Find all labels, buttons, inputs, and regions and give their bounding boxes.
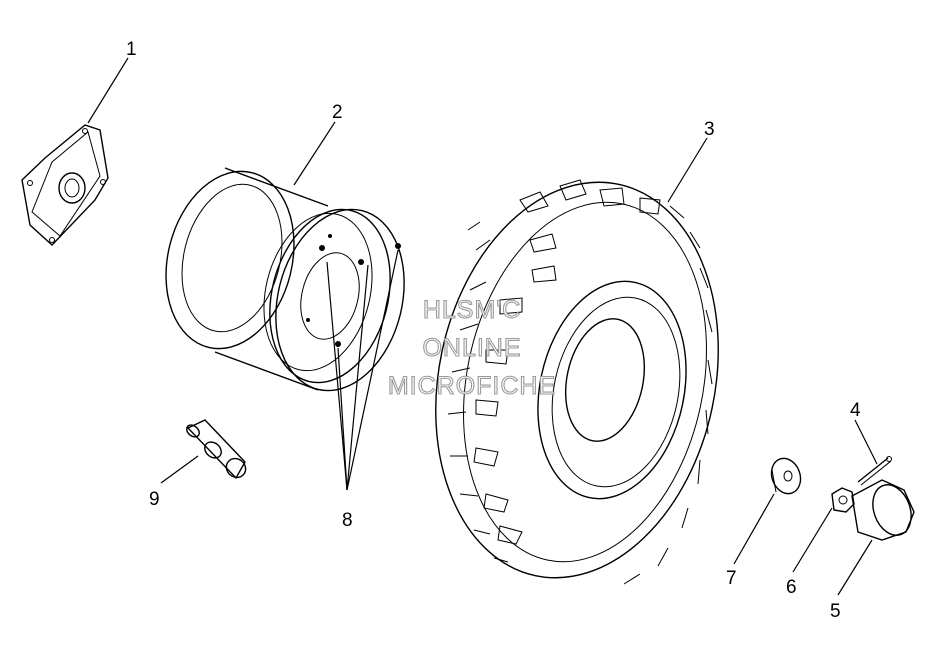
callout-labels: 1 2 3 4 5 6 7 8 9: [126, 39, 861, 622]
callout-2: 2: [332, 102, 343, 123]
watermark-line-1: HLSM'C: [423, 296, 521, 324]
leader-lines: [87, 57, 878, 596]
callout-3: 3: [704, 119, 715, 140]
callout-4: 4: [850, 400, 861, 421]
callout-7: 7: [726, 568, 737, 589]
part-2-rim: [165, 167, 405, 392]
part-6-nut: [831, 487, 855, 513]
callout-8: 8: [342, 510, 353, 531]
part-4-cotter-pin: [857, 456, 892, 486]
callout-6: 6: [786, 577, 797, 598]
part-1-hub-plate: [21, 124, 109, 246]
watermark: HLSM'C ONLINE MICROFICHE: [387, 295, 556, 400]
watermark-line-3: MICROFICHE: [388, 372, 556, 400]
part-5-hub-cap: [851, 479, 915, 541]
callout-9: 9: [149, 489, 160, 510]
callout-5: 5: [830, 601, 841, 622]
part-3-tire: [435, 179, 719, 585]
watermark-line-2: ONLINE: [422, 334, 521, 362]
callout-1: 1: [126, 39, 137, 60]
part-9-valve-stem: [186, 419, 247, 480]
part-7-washer: [770, 457, 802, 495]
